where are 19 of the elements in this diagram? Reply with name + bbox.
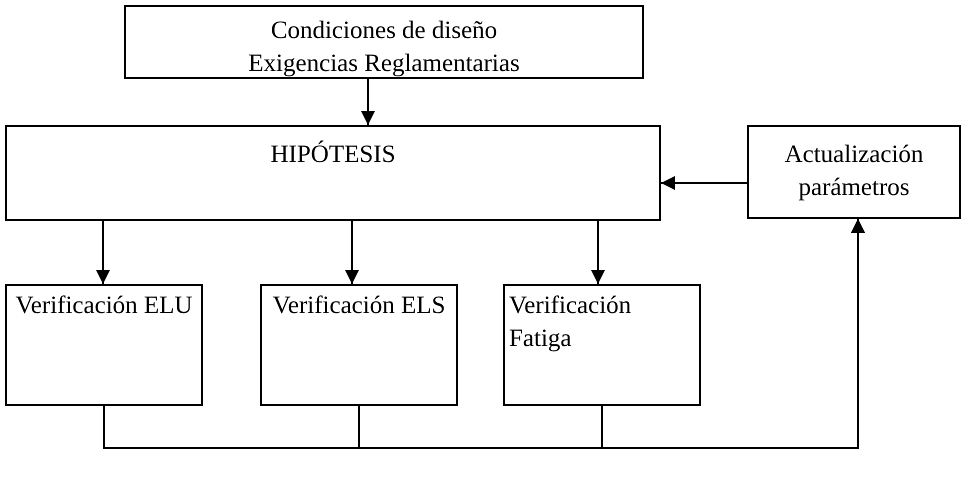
process-box — [260, 284, 458, 406]
box-label: Actualización parámetros — [784, 140, 924, 202]
box-label: HIPÓTESIS — [269, 140, 396, 170]
box-label: Verificación ELS — [272, 291, 446, 321]
arrow — [591, 221, 605, 284]
box-label: Condiciones de diseño — [270, 16, 498, 46]
process-box — [5, 284, 203, 406]
arrow — [361, 79, 375, 125]
arrow — [345, 221, 359, 284]
process-box — [503, 284, 701, 406]
arrow — [96, 221, 110, 284]
box-label: Verificación ELU — [14, 291, 194, 321]
arrow — [601, 219, 865, 449]
process-box — [124, 5, 644, 79]
box-label: Verificación Fatiga — [509, 291, 632, 354]
arrow — [661, 176, 747, 190]
process-box — [5, 125, 661, 221]
box-label: Exigencias Reglamentarias — [247, 48, 521, 78]
process-box — [747, 125, 961, 219]
